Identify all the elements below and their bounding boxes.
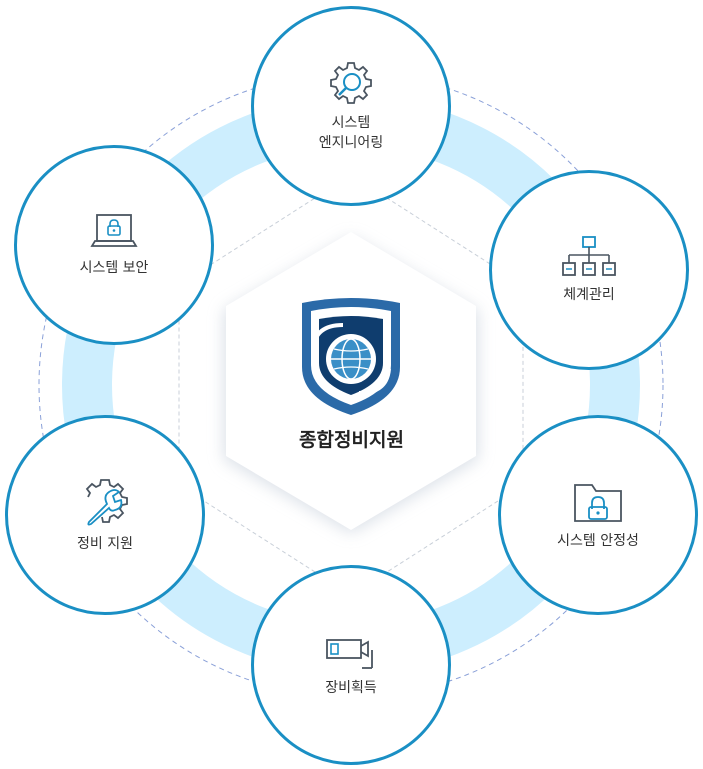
node-label: 장비획득 [325, 680, 377, 696]
node-label: 시스템 보안 [79, 260, 149, 276]
node-system-management[interactable]: 체계관리 [489, 170, 689, 370]
gear-search-icon [330, 62, 372, 104]
node-equipment-acquisition[interactable]: 장비획득 [251, 565, 451, 765]
node-system-stability[interactable]: 시스템 안정성 [498, 415, 698, 615]
node-system-engineering[interactable]: 시스템 엔지니어링 [251, 6, 451, 206]
org-chart-icon [562, 236, 616, 276]
center-title: 종합정비지원 [299, 429, 404, 451]
node-label: 시스템 안정성 [557, 533, 639, 549]
node-label: 정비 지원 [77, 536, 133, 552]
laptop-lock-icon [90, 214, 138, 247]
folder-lock-icon [574, 484, 622, 522]
node-label: 체계관리 [563, 287, 615, 303]
node-system-security[interactable]: 시스템 보안 [14, 145, 214, 345]
node-maintenance-support[interactable]: 정비 지원 [5, 415, 205, 615]
shield-globe-logo [302, 298, 400, 415]
camera-equipment-icon [326, 639, 373, 669]
node-label: 시스템 엔지니어링 [318, 115, 384, 151]
wrench-gear-icon [85, 479, 128, 526]
